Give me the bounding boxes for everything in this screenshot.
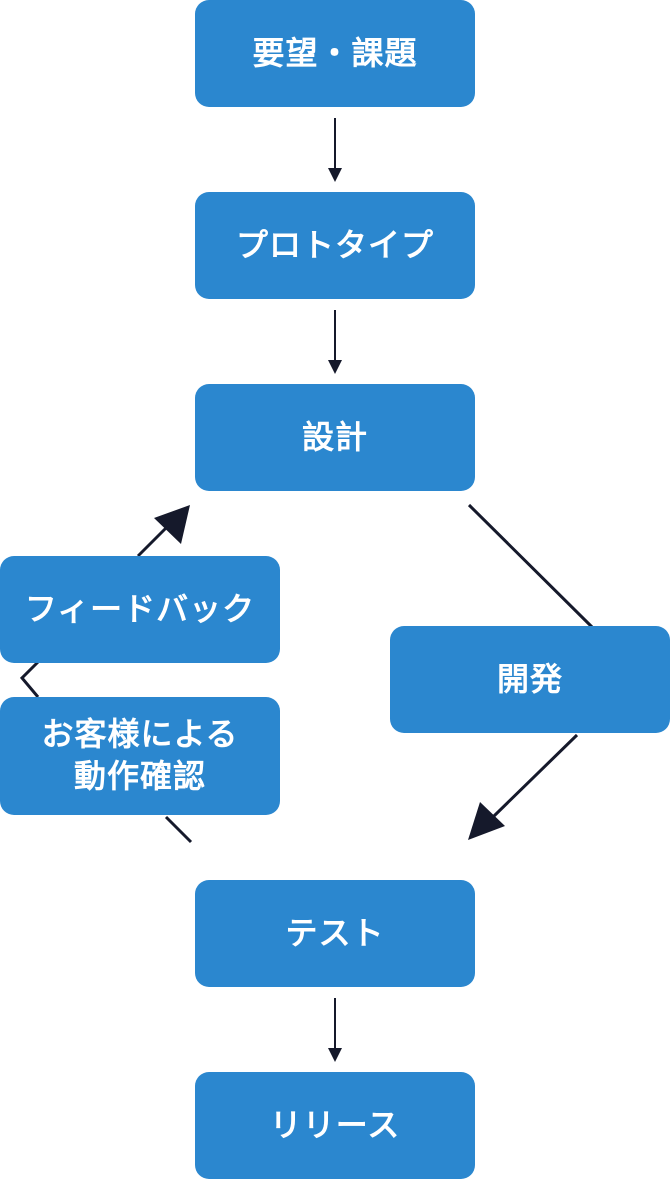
development-box: 開発 bbox=[390, 626, 670, 733]
arrow-prototype-to-design bbox=[328, 310, 342, 374]
customer-check-box: お客様による 動作確認 bbox=[0, 697, 280, 815]
prototype-label: プロトタイプ bbox=[235, 225, 434, 264]
customer-check-label-line-2: 動作確認 bbox=[73, 757, 206, 795]
customer-check-label-line-1: お客様による bbox=[41, 715, 239, 754]
arrow-development-to-test bbox=[468, 733, 579, 840]
development-label: 開発 bbox=[496, 659, 563, 698]
arrow-customer-check-to-feedback bbox=[19, 660, 40, 698]
arrow-test-to-release bbox=[328, 998, 342, 1062]
arrow-feedback-to-design bbox=[136, 505, 190, 558]
test-box: テスト bbox=[195, 880, 475, 987]
feedback-label: フィードバック bbox=[24, 589, 256, 628]
requirements-label: 要望・課題 bbox=[252, 33, 418, 72]
release-box: リリース bbox=[195, 1072, 475, 1179]
arrow-requirements-to-prototype bbox=[328, 118, 342, 182]
arrow-design-to-development bbox=[467, 503, 594, 629]
design-label: 設計 bbox=[301, 417, 368, 456]
design-box: 設計 bbox=[195, 384, 475, 491]
prototype-box: プロトタイプ bbox=[195, 192, 475, 299]
test-label: テスト bbox=[285, 913, 385, 952]
feedback-box: フィードバック bbox=[0, 556, 280, 663]
release-label: リリース bbox=[269, 1105, 401, 1144]
arrow-test-to-customer-check bbox=[164, 815, 193, 844]
requirements-box: 要望・課題 bbox=[195, 0, 475, 107]
